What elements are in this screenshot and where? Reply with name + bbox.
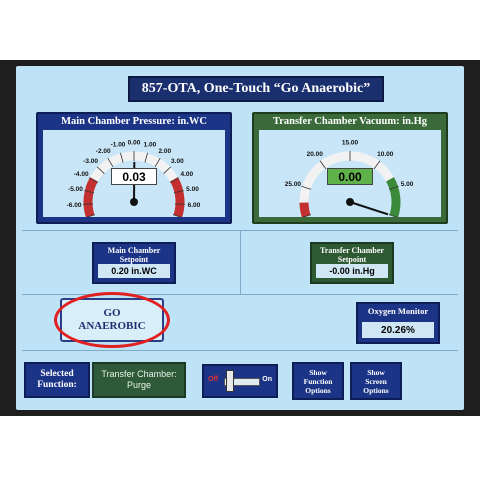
divider-middle bbox=[22, 294, 458, 295]
transfer-gauge-tick-label: 10.00 bbox=[377, 151, 394, 158]
main-gauge-arc-segment bbox=[83, 177, 98, 217]
main-gauge-tick-mark bbox=[84, 190, 95, 194]
toggle-on-label: On bbox=[262, 376, 272, 383]
main-gauge-tick-label: -4.00 bbox=[74, 171, 89, 178]
screen-title: 857-OTA, One-Touch “Go Anaerobic” bbox=[128, 76, 384, 102]
main-gauge-needle-hub bbox=[130, 198, 138, 206]
screen-options-line3: Options bbox=[363, 385, 389, 395]
transfer-gauge-needle-hub bbox=[346, 198, 354, 206]
main-gauge-tick-mark bbox=[169, 177, 180, 183]
off-on-toggle-switch[interactable]: Off On bbox=[202, 364, 278, 398]
main-gauge-tick-mark bbox=[172, 214, 182, 217]
transfer-vacuum-gauge-panel: Transfer Chamber Vacuum: in.Hg 30.0025.0… bbox=[252, 112, 448, 224]
main-setpoint-label-line1: Main Chamber bbox=[107, 246, 161, 255]
main-pressure-gauge-title: Main Chamber Pressure: in.WC bbox=[61, 116, 207, 127]
transfer-gauge-tick-mark bbox=[301, 185, 312, 190]
go-anaerobic-line2: ANAEROBIC bbox=[78, 320, 146, 332]
transfer-setpoint-value: -0.00 in.Hg bbox=[316, 264, 388, 278]
screen-options-line2: Screen bbox=[365, 376, 387, 386]
main-gauge-tick-label: 4.00 bbox=[181, 171, 194, 178]
main-chamber-setpoint[interactable]: Main Chamber Setpoint 0.20 in.WC bbox=[92, 242, 176, 284]
toggle-knob[interactable] bbox=[226, 370, 234, 392]
transfer-gauge-tick-mark bbox=[302, 214, 312, 217]
oxygen-monitor-value: 20.26% bbox=[362, 322, 434, 338]
go-anaerobic-button[interactable]: GO ANAEROBIC bbox=[60, 298, 164, 342]
main-gauge-tick-mark bbox=[86, 214, 96, 217]
selected-function-label: Selected Function: bbox=[24, 362, 90, 398]
selected-function-label-line1: Selected bbox=[40, 369, 74, 379]
main-gauge-tick-label: -3.00 bbox=[83, 158, 98, 165]
transfer-gauge-tick-label: 25.00 bbox=[285, 181, 302, 188]
main-gauge-tick-mark bbox=[96, 166, 105, 174]
main-gauge-tick-mark bbox=[88, 177, 99, 183]
divider-bottom bbox=[22, 350, 458, 351]
main-setpoint-label: Main Chamber Setpoint bbox=[94, 244, 174, 264]
main-gauge-tick-mark bbox=[120, 152, 124, 163]
main-gauge-tick-label: -6.00 bbox=[67, 202, 82, 209]
transfer-setpoint-label-line2: Setpoint bbox=[337, 255, 367, 264]
transfer-gauge-tick-mark bbox=[388, 185, 399, 190]
selected-function-value: Transfer Chamber: Purge bbox=[92, 362, 186, 398]
transfer-gauge-arc-segment bbox=[299, 202, 311, 217]
show-screen-options-button[interactable]: Show Screen Options bbox=[350, 362, 402, 400]
transfer-gauge-tick-label: 15.00 bbox=[342, 140, 359, 147]
transfer-gauge-tick-label: 20.00 bbox=[307, 151, 324, 158]
selected-function-label-line2: Function: bbox=[37, 380, 77, 390]
function-options-line3: Options bbox=[305, 385, 331, 395]
main-gauge-tick-mark bbox=[107, 158, 114, 168]
main-gauge-tick-label: 3.00 bbox=[171, 158, 184, 165]
transfer-gauge-needle bbox=[349, 201, 389, 216]
main-gauge-tick-label: 0.00 bbox=[128, 140, 141, 147]
bottom-toolbar: Selected Function: Transfer Chamber: Pur… bbox=[16, 352, 464, 410]
main-gauge-tick-label: 1.00 bbox=[144, 142, 157, 149]
selected-function-value-line1: Transfer Chamber: bbox=[101, 369, 177, 379]
main-gauge-arc-segment bbox=[170, 177, 185, 217]
selected-function-value-line2: Purge bbox=[126, 380, 152, 390]
toggle-off-label: Off bbox=[208, 376, 219, 383]
show-function-options-button[interactable]: Show Function Options bbox=[292, 362, 344, 400]
function-options-line1: Show bbox=[309, 367, 327, 377]
transfer-gauge-tick-mark bbox=[319, 160, 327, 170]
hmi-screen: 857-OTA, One-Touch “Go Anaerobic” Main C… bbox=[16, 66, 464, 410]
transfer-chamber-setpoint[interactable]: Transfer Chamber Setpoint -0.00 in.Hg bbox=[310, 242, 394, 284]
toggle-track bbox=[224, 378, 260, 386]
main-gauge-tick-label: 6.00 bbox=[188, 202, 201, 209]
main-gauge-tick-mark bbox=[173, 190, 184, 194]
main-gauge-tick-mark bbox=[154, 158, 161, 168]
main-gauge-tick-label: 2.00 bbox=[158, 148, 171, 155]
main-gauge-tick-label: -2.00 bbox=[96, 148, 111, 155]
main-gauge-tick-label: -5.00 bbox=[68, 186, 83, 193]
transfer-gauge-tick-mark bbox=[388, 214, 398, 217]
go-anaerobic-line1: GO bbox=[103, 307, 121, 319]
transfer-setpoint-label-line1: Transfer Chamber bbox=[320, 246, 384, 255]
oxygen-monitor-label: Oxygen Monitor bbox=[367, 306, 429, 316]
main-pressure-gauge: -7.00-6.00-5.00-4.00-3.00-2.00-1.000.001… bbox=[43, 130, 225, 217]
main-pressure-gauge-panel: Main Chamber Pressure: in.WC -7.00-6.00-… bbox=[36, 112, 232, 224]
screen-options-line1: Show bbox=[367, 367, 385, 377]
main-setpoint-value: 0.20 in.WC bbox=[98, 264, 170, 278]
oxygen-monitor: Oxygen Monitor 20.26% bbox=[356, 302, 440, 344]
main-gauge-tick-mark bbox=[163, 166, 172, 174]
transfer-gauge-tick-mark bbox=[373, 160, 381, 170]
transfer-gauge-arc-segment bbox=[386, 177, 401, 217]
main-gauge-tick-mark bbox=[144, 152, 148, 163]
main-pressure-readout: 0.03 bbox=[111, 168, 157, 185]
main-pressure-dial: -7.00-6.00-5.00-4.00-3.00-2.00-1.000.001… bbox=[67, 140, 201, 217]
transfer-vacuum-gauge-title: Transfer Chamber Vacuum: in.Hg bbox=[272, 116, 427, 127]
main-gauge-tick-label: -1.00 bbox=[111, 142, 126, 149]
divider-vertical bbox=[240, 230, 241, 294]
transfer-gauge-tick-label: 5.00 bbox=[401, 181, 414, 188]
main-gauge-tick-label: 5.00 bbox=[186, 186, 199, 193]
transfer-setpoint-label: Transfer Chamber Setpoint bbox=[312, 244, 392, 264]
main-setpoint-label-line2: Setpoint bbox=[119, 255, 149, 264]
transfer-gauge-arc-segment bbox=[299, 151, 394, 203]
transfer-vacuum-readout: 0.00 bbox=[327, 168, 373, 185]
function-options-line2: Function bbox=[303, 376, 333, 386]
